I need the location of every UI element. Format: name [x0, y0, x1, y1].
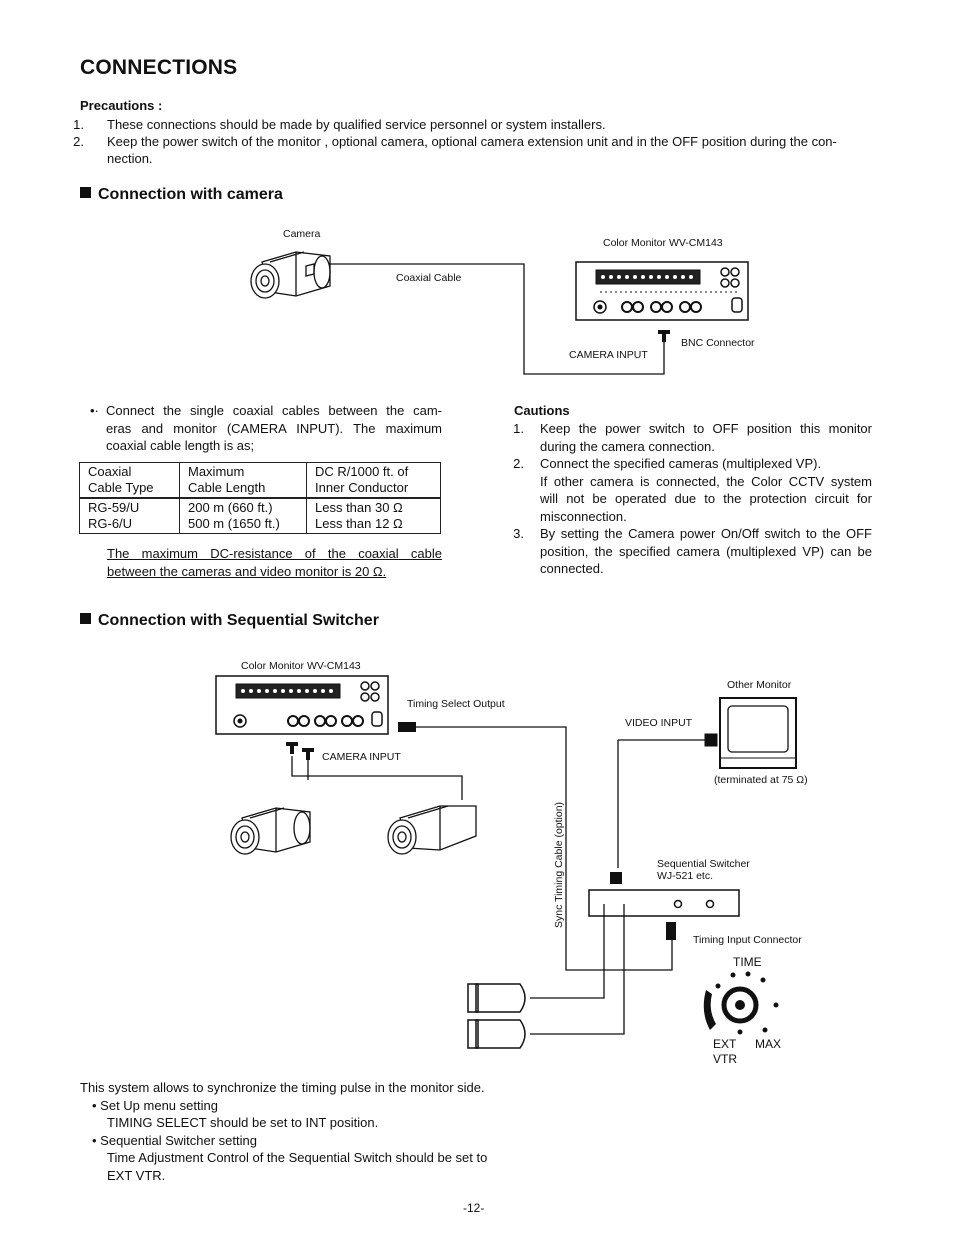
timing-output-connector-icon — [398, 722, 416, 732]
cables — [291, 726, 705, 1035]
camera-input-label: CAMERA INPUT — [569, 349, 648, 361]
precaution-item-2: 2. Keep the power switch of the monitor … — [66, 133, 886, 167]
switcher-label-2: WJ-521 etc. — [657, 870, 714, 882]
other-monitor-icon — [704, 697, 797, 769]
knob-vtr-label: VTR — [713, 1052, 737, 1066]
camera-section-heading: Connection with camera — [80, 186, 283, 204]
monitor-label: Color Monitor WV-CM143 — [241, 660, 361, 672]
timing-select-output-label: Timing Select Output — [407, 698, 505, 710]
bullet-mark: •· — [90, 403, 99, 418]
bullet-square-icon — [80, 187, 91, 198]
bnc-plug-icon — [467, 983, 526, 1049]
knob-time-label: TIME — [733, 955, 762, 969]
monitor-label: Color Monitor WV-CM143 — [603, 237, 723, 249]
caution-item-2: 2. Connect the specified cameras (multip… — [513, 456, 872, 524]
precaution-number: 2. — [73, 134, 84, 149]
bullet-square-icon — [80, 613, 91, 624]
cautions-heading: Cautions — [514, 403, 570, 418]
coaxial-cable-line — [330, 263, 665, 375]
bnc-connector-icon — [658, 330, 670, 342]
precaution-text: Keep the power switch of the monitor , o… — [107, 134, 837, 149]
timing-input-label: Timing Input Connector — [693, 934, 802, 946]
camera-input-label: CAMERA INPUT — [322, 751, 401, 763]
knob-ext-label: EXT — [713, 1037, 737, 1051]
table-cell: 200 m (660 ft.)500 m (1650 ft.) — [179, 497, 307, 534]
caution-item-3: 3. By setting the Camera power On/Off sw… — [513, 526, 872, 576]
video-input-label: VIDEO INPUT — [625, 717, 693, 729]
resistance-note: The maximum DC-resistance of the coaxial… — [107, 546, 442, 579]
precaution-item-1: 1. These connections should be made by q… — [66, 116, 886, 133]
sync-cable-label: Sync Timing Cable (option) — [553, 801, 565, 928]
coaxial-cable-label: Coaxial Cable — [396, 272, 462, 284]
switcher-label-1: Sequential Switcher — [657, 858, 750, 870]
camera-bullet-text: •· Connect the single coaxial cables bet… — [90, 403, 442, 453]
page-title: CONNECTIONS — [80, 56, 238, 79]
monitor-rear-panel-icon — [215, 675, 389, 735]
camera-icon — [250, 251, 331, 299]
switcher-section-heading: Connection with Sequential Switcher — [80, 612, 379, 630]
camera-icon — [387, 805, 477, 855]
precaution-text: These connections should be made by qual… — [107, 117, 606, 132]
camera-icon — [230, 807, 311, 855]
cautions-list: 1. Keep the power switch to OFF position… — [510, 420, 872, 578]
switcher-body-text: This system allows to synchronize the ti… — [80, 1080, 488, 1183]
monitor-rear-panel-icon — [575, 261, 749, 321]
precaution-text: nection. — [107, 151, 153, 166]
bnc-connector-label: BNC Connector — [681, 337, 755, 349]
sequential-switcher-icon — [588, 872, 740, 940]
page-number: -12- — [463, 1201, 485, 1215]
other-monitor-label: Other Monitor — [727, 679, 792, 691]
precaution-number: 1. — [73, 117, 84, 132]
precautions-heading: Precautions : — [80, 98, 163, 113]
knob-max-label: MAX — [755, 1037, 782, 1051]
bnc-connector-icon — [286, 742, 314, 760]
terminated-label: (terminated at 75 Ω) — [714, 774, 808, 786]
caution-item-1: 1. Keep the power switch to OFF position… — [513, 421, 872, 454]
time-knob-icon — [703, 971, 779, 1035]
camera-label: Camera — [283, 228, 321, 240]
